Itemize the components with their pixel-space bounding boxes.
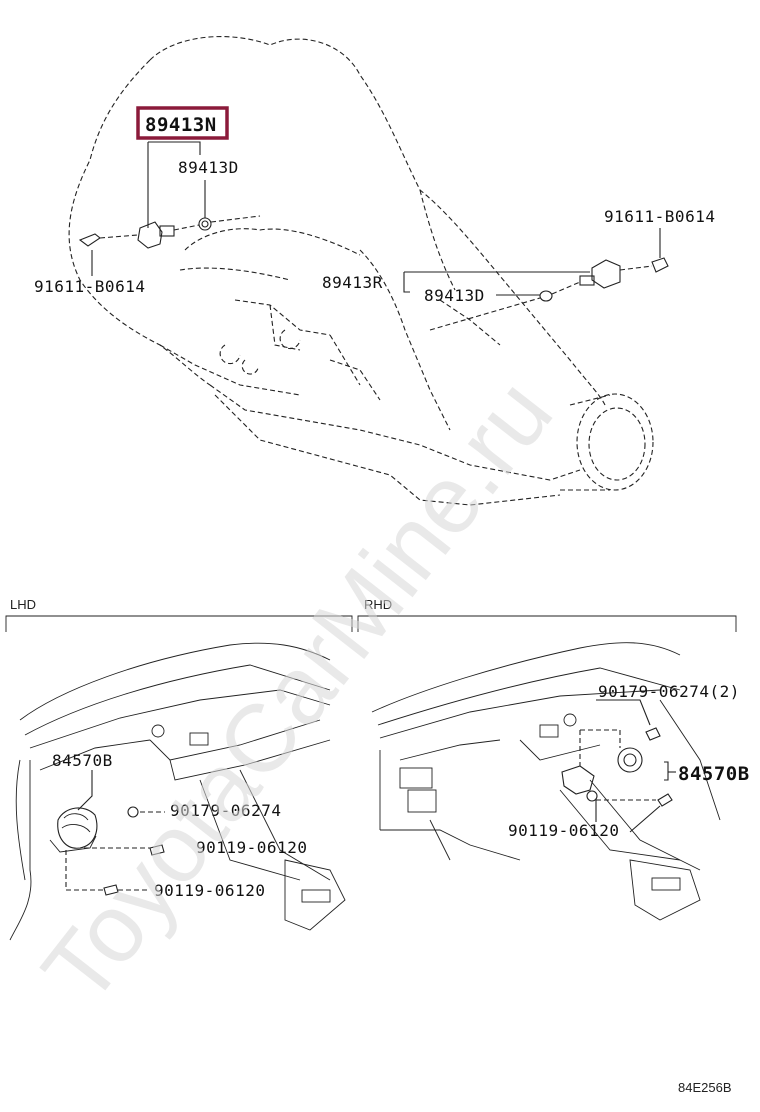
rhd-leader-lines (579, 699, 676, 833)
lhd-label-84570B[interactable]: 84570B (52, 751, 113, 770)
rhd-label-90119[interactable]: 90119-06120 (508, 821, 619, 840)
label-89413N[interactable]: 89413N (145, 114, 217, 136)
section-rhd-title: RHD (364, 597, 392, 612)
section-lhd-title: LHD (10, 597, 36, 612)
section-brackets (5, 615, 737, 632)
lhd-label-90119-a[interactable]: 90119-06120 (196, 838, 307, 857)
lhd-label-90119-b[interactable]: 90119-06120 (154, 881, 265, 900)
speed-sensor-right (429, 257, 669, 331)
label-89413D-mid[interactable]: 89413D (424, 286, 485, 305)
speed-sensor-left (78, 215, 261, 249)
diagram-code: 84E256B (678, 1080, 732, 1095)
lhd-label-90179[interactable]: 90179-06274 (170, 801, 281, 820)
rhd-dashboard-illustration (371, 642, 721, 921)
rhd-label-84570B[interactable]: 84570B (678, 763, 750, 785)
leader-lines-top (91, 141, 661, 296)
label-91611-left[interactable]: 91611-B0614 (34, 277, 145, 296)
label-89413D-top[interactable]: 89413D (178, 158, 239, 177)
label-89413R[interactable]: 89413R (322, 273, 383, 292)
label-91611-right[interactable]: 91611-B0614 (604, 207, 715, 226)
lhd-leader-lines (65, 770, 165, 891)
highlight-box (136, 106, 229, 140)
lhd-dashboard-illustration (9, 642, 346, 941)
watermark: ToyotaCarMine.ru (22, 360, 573, 1023)
rhd-label-90179[interactable]: 90179-06274(2) (598, 682, 740, 701)
transmission-illustration (68, 36, 654, 506)
